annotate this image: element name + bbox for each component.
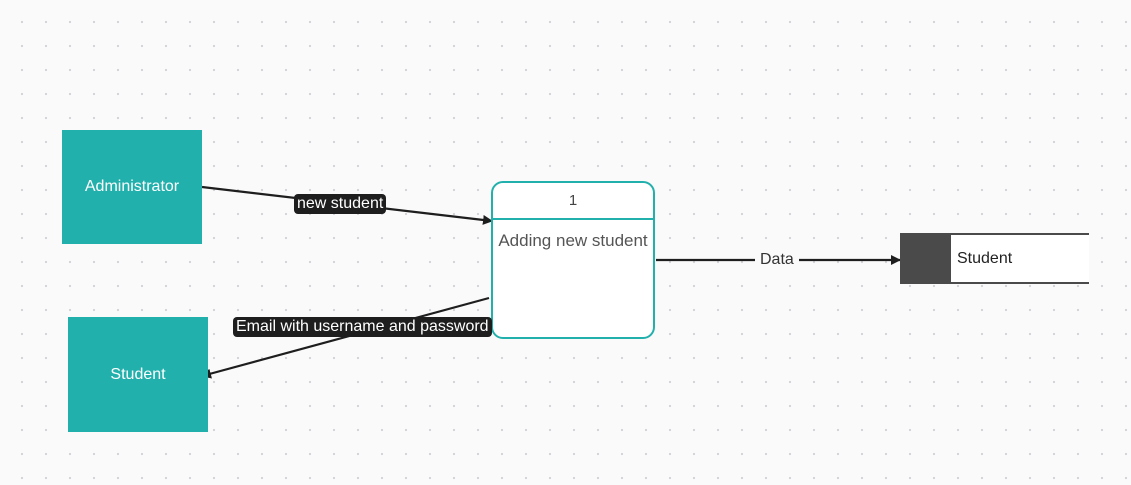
entity-student[interactable]: Student: [68, 317, 208, 432]
process-adding-new-student[interactable]: 1 Adding new student: [491, 181, 655, 339]
process-id: 1: [493, 183, 653, 220]
entity-administrator-label: Administrator: [84, 178, 180, 195]
entity-administrator[interactable]: Administrator: [62, 130, 202, 244]
data-store-id-box: [900, 235, 951, 282]
process-name: Adding new student: [498, 231, 648, 250]
flow-label-data[interactable]: Data: [755, 250, 799, 270]
data-store-student[interactable]: Student: [900, 233, 1089, 284]
flow-arrow-email[interactable]: [201, 296, 490, 379]
data-store-name: Student: [957, 249, 1013, 267]
entity-student-label: Student: [110, 365, 166, 383]
flow-label-new-student[interactable]: new student: [294, 194, 387, 214]
flow-label-email[interactable]: Email with username and password: [233, 317, 492, 337]
